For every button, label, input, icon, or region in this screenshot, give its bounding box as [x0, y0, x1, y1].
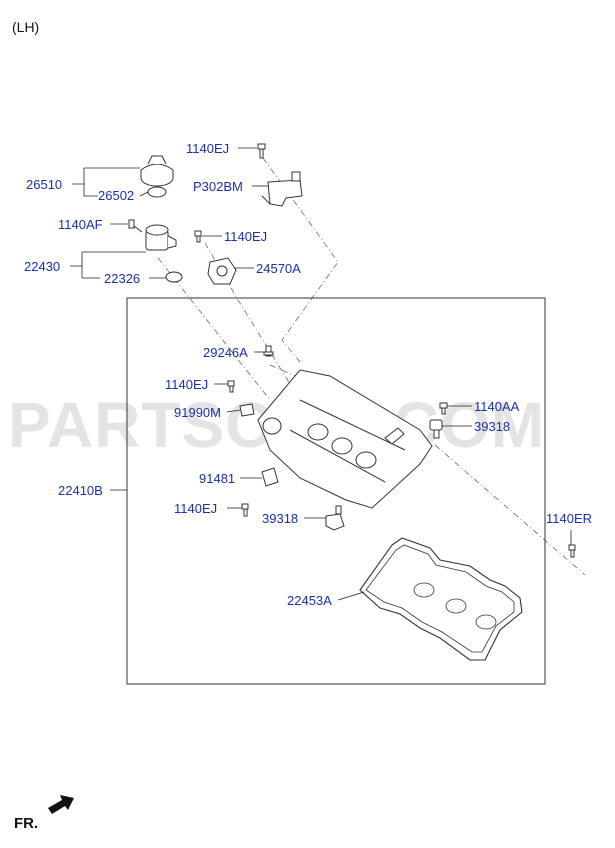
callout-22430[interactable]: 22430 [24, 259, 60, 274]
callout-1140ej-mid[interactable]: 1140EJ [224, 229, 267, 244]
callout-39318-lower[interactable]: 39318 [262, 511, 298, 526]
sensor-39318-upper[interactable] [429, 419, 443, 439]
front-arrow-icon [48, 795, 74, 814]
bolt-1140ej-low[interactable] [241, 503, 249, 517]
variant-label: (LH) [12, 19, 39, 35]
bracket-91481[interactable] [261, 467, 279, 487]
callout-1140ej-low[interactable]: 1140EJ [174, 501, 217, 516]
head-cover-gasket[interactable] [359, 537, 523, 661]
stud-29246a[interactable] [263, 345, 274, 357]
oring[interactable] [165, 271, 183, 283]
bolt-1140af[interactable] [128, 219, 143, 233]
callout-1140af[interactable]: 1140AF [58, 217, 103, 232]
callout-39318-upper[interactable]: 39318 [474, 419, 510, 434]
callout-22326[interactable]: 22326 [104, 271, 140, 286]
cylinder-head-cover[interactable] [257, 369, 433, 509]
assembly-frame [126, 297, 546, 685]
leader-lines [70, 147, 572, 601]
callout-29246a[interactable]: 29246A [203, 345, 248, 360]
bolt-1140aa[interactable] [439, 402, 448, 415]
clip-91990m[interactable] [239, 403, 255, 417]
oil-filler-cap[interactable] [140, 155, 174, 187]
sensor-39318-lower[interactable] [325, 505, 345, 531]
callout-p302bm[interactable]: P302BM [193, 179, 243, 194]
callout-labels: 26510 26502 1140AF 22430 22326 1140EJ P3… [24, 141, 592, 608]
callout-1140er[interactable]: 1140ER [546, 511, 592, 526]
bolt-1140ej-top[interactable] [257, 143, 266, 159]
callout-26510[interactable]: 26510 [26, 177, 62, 192]
front-direction-label: FR. [14, 815, 38, 832]
bolt-1140er[interactable] [568, 544, 576, 558]
cover-plate-24570a[interactable] [207, 257, 237, 285]
callout-91481[interactable]: 91481 [199, 471, 235, 486]
pcv-bracket[interactable] [261, 171, 303, 207]
callout-1140ej-top[interactable]: 1140EJ [186, 141, 229, 156]
callout-22453a[interactable]: 22453A [287, 593, 332, 608]
bolt-1140ej-cover[interactable] [227, 380, 235, 393]
callout-1140ej-cover[interactable]: 1140EJ [165, 377, 208, 392]
oil-filler-tube[interactable] [145, 224, 177, 251]
bolt-1140ej-mid[interactable] [194, 230, 202, 243]
callout-24570a[interactable]: 24570A [256, 261, 301, 276]
filler-cap-gasket[interactable] [147, 186, 167, 198]
callout-1140aa[interactable]: 1140AA [474, 399, 520, 414]
callout-22410b[interactable]: 22410B [58, 483, 103, 498]
callout-26502[interactable]: 26502 [98, 188, 134, 203]
callout-91990m[interactable]: 91990M [174, 405, 221, 420]
guide-lines [157, 157, 586, 576]
